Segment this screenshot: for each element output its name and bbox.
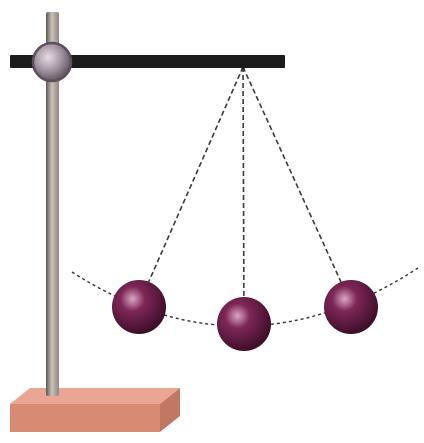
- crossbar: [10, 55, 285, 68]
- bob-left: [112, 280, 166, 334]
- base-top-face: [10, 388, 180, 404]
- pivot-point: [240, 64, 246, 70]
- bob-middle: [217, 297, 271, 351]
- string-left: [138, 66, 244, 305]
- base-front-face: [10, 404, 160, 432]
- string-middle: [242, 66, 245, 321]
- stand-base: [10, 388, 180, 432]
- string-right: [242, 66, 352, 305]
- clamp: [31, 41, 73, 83]
- stand-rod: [46, 12, 59, 396]
- base-side-face: [160, 388, 180, 432]
- bob-right: [324, 280, 378, 334]
